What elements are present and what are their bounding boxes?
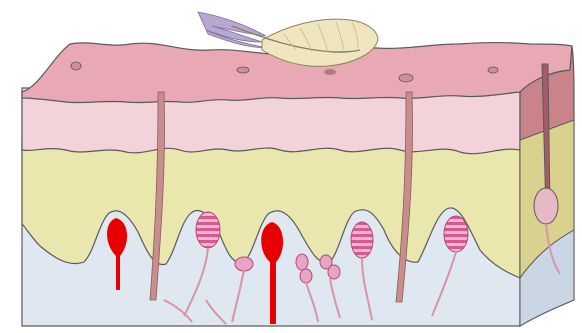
feather-shadow <box>324 69 336 75</box>
pore-3 <box>399 74 413 82</box>
merkel-disk-left-body <box>235 257 253 271</box>
pore-1 <box>71 62 81 70</box>
merkel-cluster-2 <box>300 269 312 283</box>
meissner-center-body <box>351 222 373 258</box>
feather-barbs-left <box>198 12 268 48</box>
merkel-cluster-4 <box>328 265 340 279</box>
meissner-right-body <box>444 216 468 252</box>
hair-bulb-side <box>534 188 558 224</box>
pore-2 <box>237 67 249 73</box>
meissner-left-body <box>196 212 220 248</box>
pore-4 <box>488 67 498 73</box>
merkel-cluster-1 <box>296 254 308 270</box>
